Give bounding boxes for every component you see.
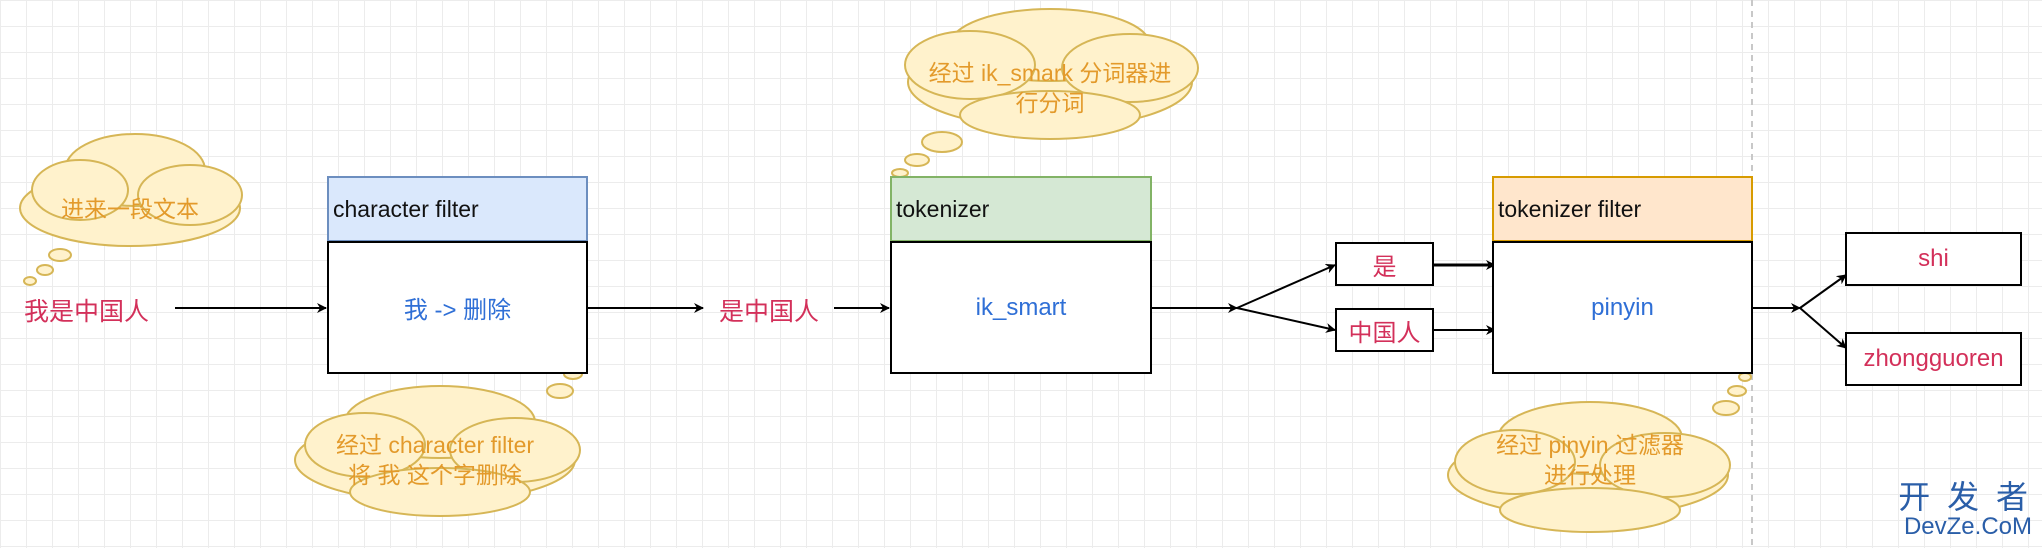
tokenizer-header: tokenizer: [890, 176, 1152, 242]
char-filter-header: character filter: [327, 176, 588, 242]
output-box: shi: [1845, 232, 2022, 286]
cloud-input-text: 进来一段文本: [61, 196, 199, 222]
cloud-tokenizer-note: [891, 8, 1199, 178]
input-text: 我是中国人: [24, 298, 150, 326]
cloud-char-filter-line1: 经过 character filter: [335, 432, 535, 458]
tokenizer-body: ik_smart: [890, 241, 1152, 374]
cloud-char-filter-line2: 将 我 这个字删除: [348, 462, 522, 488]
watermark-line1: 开 发 者: [1898, 479, 2032, 515]
output-box: zhongguoren: [1845, 332, 2022, 386]
cloud-input-note: [19, 133, 243, 286]
arrow-split-to-output-1: [1799, 274, 1847, 309]
char-filter-body: 我 -> 删除: [327, 241, 588, 374]
cloud-tokenizer-text: 经过 ik_smark 分词器进 行分词: [900, 58, 1200, 118]
watermark: 开 发 者 DevZe.CoM: [1850, 480, 2032, 540]
arrow-split-to-token-1: [1236, 264, 1336, 309]
cloud-char-filter-note: [294, 368, 583, 517]
cloud-tokenizer-line1: 经过 ik_smark 分词器进: [928, 60, 1172, 86]
watermark-line2: DevZe.CoM: [1903, 513, 2032, 540]
token-filter-body: pinyin: [1492, 241, 1753, 374]
cloud-tokenizer-line2: 行分词: [1015, 90, 1085, 116]
token-box: 中国人: [1335, 308, 1434, 352]
cloud-char-filter-text: 经过 character filter 将 我 这个字删除: [300, 430, 570, 490]
arrow-split-to-token-2: [1236, 307, 1336, 333]
token-box: 是: [1335, 242, 1434, 286]
arrow-split-to-output-2: [1799, 307, 1847, 349]
cloud-pinyin-line1: 经过 pinyin 过滤器: [1496, 432, 1684, 458]
cloud-pinyin-note: [1447, 372, 1752, 533]
cloud-pinyin-line2: 进行处理: [1544, 462, 1636, 488]
intermediate-text: 是中国人: [719, 298, 820, 326]
cloud-pinyin-text: 经过 pinyin 过滤器 进行处理: [1470, 430, 1710, 490]
token-filter-header: tokenizer filter: [1492, 176, 1753, 242]
